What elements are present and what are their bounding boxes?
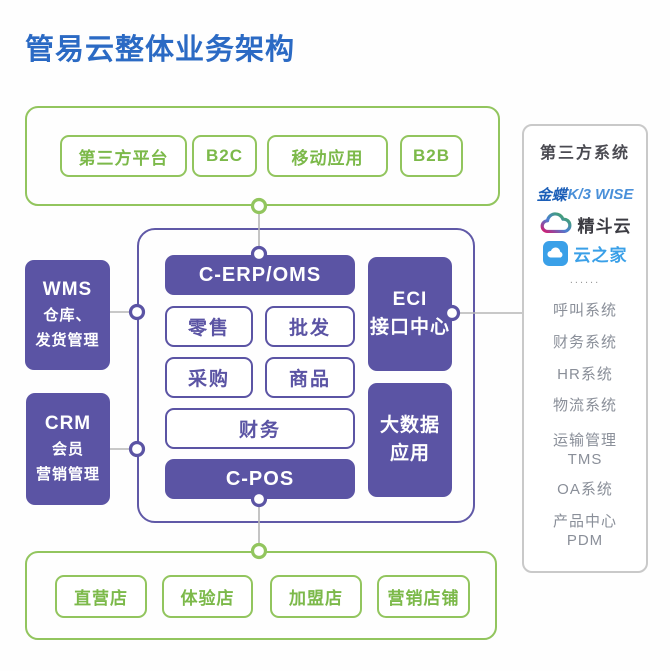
store-marketing: 营销店铺 [377, 575, 470, 618]
tp-system-hr: HR系统 [557, 366, 613, 383]
crm-title: CRM [44, 413, 92, 434]
page-title: 管易云整体业务架构 [25, 34, 296, 66]
kingdee-row: 金蝶 K/3 WISE [524, 184, 646, 204]
core-wholesale-box: 批发 [265, 306, 355, 347]
third-party-title: 第三方系统 [539, 145, 630, 162]
jingdouyun-text: 精斗云 [577, 216, 632, 236]
core-retail-box: 零售 [165, 306, 253, 347]
yunzhijia-text: 云之家 [573, 245, 628, 265]
core-bigdata-box: 大数据 应用 [368, 383, 452, 497]
channel-mobile-app: 移动应用 [267, 135, 388, 177]
eci-label: ECI 接口中心 [369, 289, 450, 338]
core-erp-oms-box: C-ERP/OMS [165, 255, 355, 295]
channel-third-party-platform: 第三方平台 [60, 135, 187, 177]
core-finance-box: 财务 [165, 408, 355, 449]
wms-title: WMS [42, 279, 93, 300]
core-system-frame [137, 228, 475, 523]
store-experience: 体验店 [162, 575, 253, 618]
jingdouyun-row: 精斗云 [524, 211, 646, 237]
core-pos-box: C-POS [165, 459, 355, 499]
store-franchise: 加盟店 [270, 575, 362, 618]
wms-box: WMS 仓库、 发货管理 [25, 260, 110, 370]
store-direct: 直营店 [55, 575, 147, 618]
channel-b2c: B2C [192, 135, 257, 177]
yunzhijia-app-icon [542, 240, 568, 266]
tp-system-tms: 运输管理 TMS [552, 432, 617, 468]
core-eci-box: ECI 接口中心 [368, 257, 452, 371]
tp-system-logistics: 物流系统 [552, 397, 617, 414]
tp-system-finance: 财务系统 [552, 334, 617, 351]
yunzhijia-row: 云之家 [524, 240, 646, 266]
tp-system-oa: OA系统 [557, 481, 613, 498]
ellipsis-text: ...... [569, 274, 601, 286]
third-party-panel: 第三方系统 金蝶 K/3 WISE 精斗云 [522, 124, 648, 573]
core-purchase-box: 采购 [165, 357, 253, 398]
bigdata-label: 大数据 应用 [379, 415, 440, 464]
tp-system-pdm: 产品中心 PDM [552, 513, 617, 549]
crm-subtitle: 会员 营销管理 [35, 441, 100, 483]
kingdee-product-text: K/3 WISE [567, 185, 634, 203]
core-goods-box: 商品 [265, 357, 355, 398]
crm-box: CRM 会员 营销管理 [26, 393, 110, 505]
wms-subtitle: 仓库、 发货管理 [35, 307, 100, 349]
jingdouyun-cloud-icon [540, 212, 571, 234]
tp-system-call: 呼叫系统 [552, 302, 617, 319]
channel-b2b: B2B [400, 135, 463, 177]
kingdee-logo-text: 金蝶 [536, 186, 567, 204]
